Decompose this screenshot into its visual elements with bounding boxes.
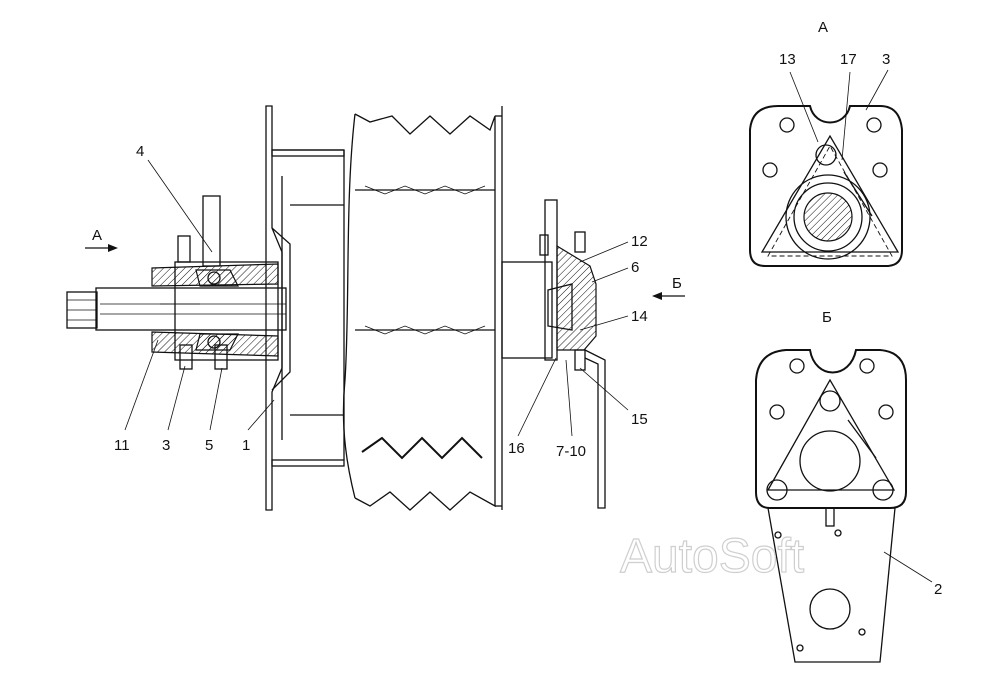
arrow-a-label: А xyxy=(92,227,102,244)
drum-body xyxy=(290,106,503,511)
view-b xyxy=(755,349,933,663)
flange-arm xyxy=(177,195,228,370)
right-hub xyxy=(501,199,606,509)
callout-16: 16 xyxy=(508,440,525,457)
callout-3: 3 xyxy=(162,437,170,454)
callout-1: 1 xyxy=(242,437,250,454)
callout-17: 17 xyxy=(840,51,857,68)
callout-15: 15 xyxy=(631,411,648,428)
callout-11: 11 xyxy=(114,437,130,454)
arrow-b-label: Б xyxy=(672,275,682,292)
callout-13: 13 xyxy=(779,51,796,68)
view-b-title: Б xyxy=(822,309,832,326)
callout-4: 4 xyxy=(136,143,144,160)
callout-6: 6 xyxy=(631,259,639,276)
shaft xyxy=(66,287,287,331)
view-a xyxy=(749,69,903,267)
watermark: AutoSoft xyxy=(620,530,804,583)
leader-lines xyxy=(124,159,629,437)
view-arrows xyxy=(85,244,685,300)
view-a-title: А xyxy=(818,19,828,36)
section-view xyxy=(66,105,685,511)
callout-2: 2 xyxy=(934,581,942,598)
callout-14: 14 xyxy=(631,308,648,325)
callout-5: 5 xyxy=(205,437,213,454)
callout-7-10: 7-10 xyxy=(556,443,586,460)
callout-12: 12 xyxy=(631,233,648,250)
callout-3-view: 3 xyxy=(882,51,890,68)
